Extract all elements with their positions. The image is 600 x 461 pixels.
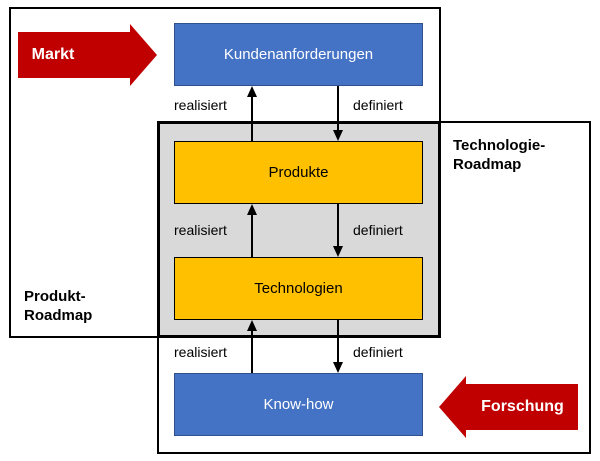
markt-label: Markt [31,46,75,63]
definiert-label-2: definiert [353,222,403,238]
arrowhead-down-icon [333,130,343,141]
kundenanforderungen-box: Kundenanforderungen [174,23,423,86]
arrowhead-up-icon [247,86,257,97]
produkte-box: Produkte [174,141,423,204]
arrowhead-up-icon [247,204,257,215]
arrowhead-up-icon [247,320,257,331]
produkt-roadmap-title: Produkt- Roadmap [24,287,92,325]
markt-arrow-icon [18,24,157,86]
arrowhead-down-icon [333,246,343,257]
realisiert-label-1: realisiert [174,97,227,113]
realisiert-label-3: realisiert [174,344,227,360]
technologie-roadmap-title-line-2: Roadmap [453,156,522,173]
knowhow-box: Know-how [174,373,423,436]
forschung-label: Forschung [481,398,564,415]
technologien-box: Technologien [174,257,423,320]
technologie-roadmap-title: Technologie- Roadmap [453,136,545,174]
definiert-label-1: definiert [353,97,403,113]
arrowhead-down-icon [333,362,343,373]
technologie-roadmap-frame [157,121,591,454]
realisiert-label-2: realisiert [174,222,227,238]
technologie-roadmap-title-line-1: Technologie- [453,137,546,154]
produkt-roadmap-title-line-2: Roadmap [24,307,93,324]
definiert-label-3: definiert [353,344,403,360]
forschung-arrow-icon [439,376,578,438]
produkt-roadmap-title-line-1: Produkt- [24,288,86,305]
produkt-roadmap-frame [9,7,441,338]
